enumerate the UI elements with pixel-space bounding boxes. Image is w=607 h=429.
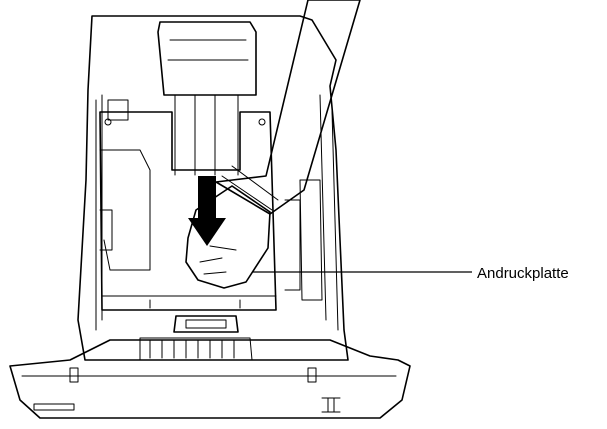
pressure-plate-label: Andruckplatte [477, 265, 569, 282]
pressure-plate [99, 111, 277, 311]
push-down-arrow-icon [188, 176, 226, 246]
tray-front [9, 315, 411, 419]
tray-body [77, 15, 349, 361]
hand-icon [185, 0, 361, 289]
